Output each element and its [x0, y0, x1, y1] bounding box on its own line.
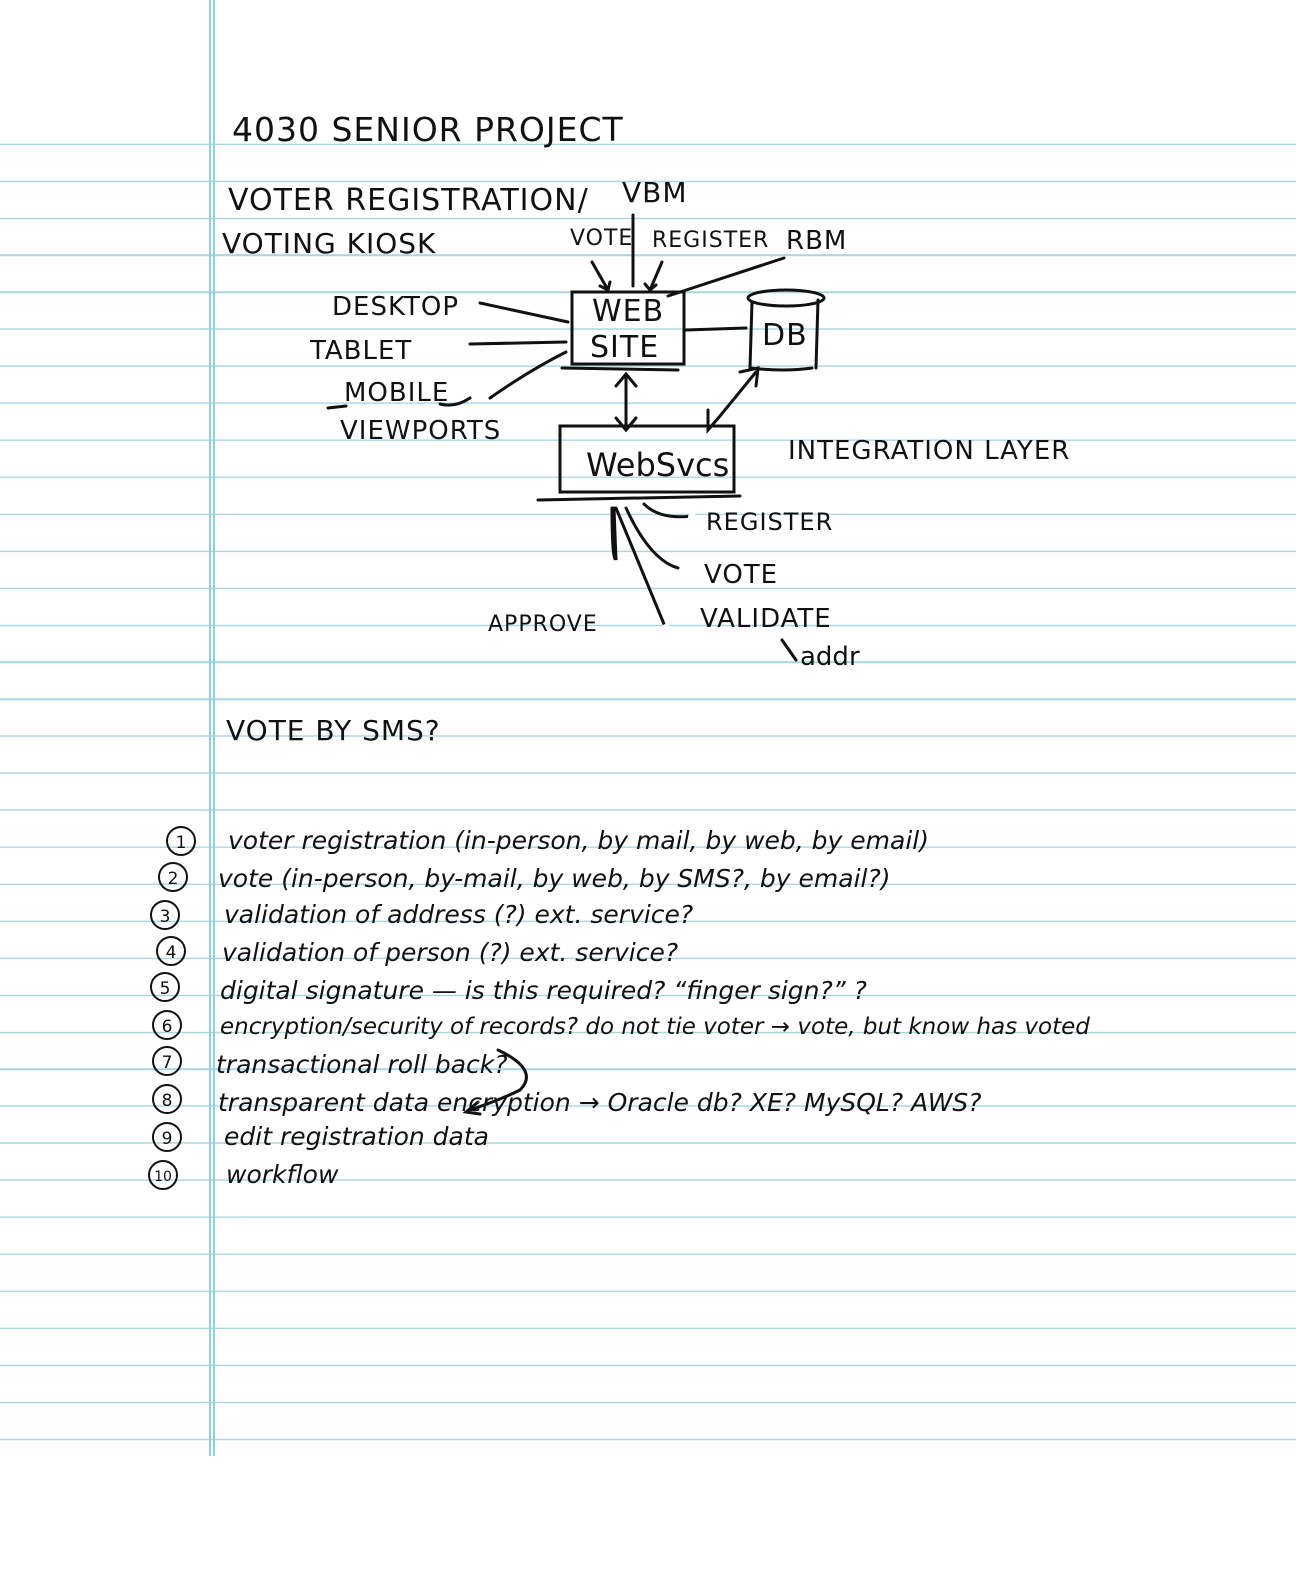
list-item-10: workflow — [226, 1160, 339, 1189]
mobile-label: MOBILE — [344, 378, 450, 408]
list-item-2: vote (in-person, by-mail, by web, by SMS… — [218, 864, 891, 893]
db-cylinder-sides — [748, 298, 820, 370]
validate-service-label: VALIDATE — [700, 604, 832, 634]
rollback-arrowhead — [462, 1100, 482, 1116]
list-number-8: 8 — [152, 1084, 182, 1114]
validate-service-line — [614, 506, 666, 626]
tablet-line — [468, 340, 568, 346]
website-db-link — [684, 326, 748, 332]
list-number-10: 10 — [148, 1160, 178, 1190]
vote-top-label: VOTE — [570, 226, 634, 251]
register-service-line — [642, 502, 694, 519]
list-item-3: validation of address (?) ext. service? — [224, 900, 694, 929]
addr-tick — [780, 638, 798, 662]
down-arrowhead — [614, 416, 638, 433]
website-box — [570, 290, 686, 366]
list-number-1: 1 — [166, 826, 196, 856]
list-number-7: 7 — [152, 1046, 182, 1076]
list-number-4: 4 — [156, 936, 186, 966]
db-cylinder-top — [746, 288, 826, 308]
vote-endpoint — [680, 566, 688, 574]
subtitle-line-2: Voting Kiosk — [222, 227, 437, 260]
list-item-5: digital signature — is this required? “f… — [220, 976, 867, 1005]
addr-label: addr — [800, 642, 860, 672]
list-number-9: 9 — [152, 1122, 182, 1152]
list-number-3: 3 — [150, 900, 180, 930]
website-label-line-1: WEB — [592, 294, 665, 329]
vote-arrow — [590, 260, 612, 293]
integration-layer-label: INTEGRATION LAYER — [788, 436, 1071, 466]
list-number-5: 5 — [150, 972, 180, 1002]
list-item-9: edit registration data — [224, 1122, 489, 1151]
db-arrowhead — [738, 366, 760, 388]
db-label: DB — [762, 318, 808, 353]
list-number-2: 2 — [158, 862, 188, 892]
websvcs-box — [558, 424, 736, 494]
vote-service-line — [624, 506, 680, 570]
mobile-line — [488, 350, 568, 400]
validate-endpoint — [662, 624, 670, 632]
rbm-label: RBM — [786, 226, 848, 256]
desktop-label: DESKTOP — [332, 292, 460, 322]
viewports-label: VIEWPORTS — [340, 416, 502, 446]
register-service-label: REGISTER — [706, 508, 834, 536]
page-title: 4030 Senior Project — [232, 110, 624, 149]
subtitle-line-1: Voter Registration/ — [228, 183, 589, 218]
approve-service-line-2 — [612, 506, 618, 562]
vote-service-label: VOTE — [704, 560, 779, 590]
website-box-underline — [560, 366, 680, 372]
vbm-label: VBM — [622, 176, 688, 209]
rbm-arrow — [666, 256, 786, 298]
mobile-underline — [326, 396, 472, 410]
register-endpoint — [688, 513, 696, 521]
desktop-line — [478, 301, 570, 324]
vote-by-sms-note: VOTE BY SMS? — [226, 714, 441, 747]
list-item-6: encryption/security of records? do not t… — [220, 1014, 1090, 1040]
register-top-label: REGISTER — [652, 228, 770, 253]
register-arrow — [643, 260, 664, 293]
list-item-4: validation of person (?) ext. service? — [222, 938, 679, 967]
up-arrowhead — [614, 371, 638, 388]
websvcs-label: WebSvcs — [586, 446, 730, 484]
websvcs-db-link — [706, 370, 758, 435]
margin-line-right — [213, 0, 215, 1456]
list-number-6: 6 — [152, 1010, 182, 1040]
approve-endpoint — [612, 560, 620, 568]
tablet-label: TABLET — [310, 336, 413, 366]
website-label-line-2: SITE — [590, 330, 660, 365]
rollback-arrow — [468, 1048, 528, 1112]
margin-line-left — [209, 0, 211, 1456]
list-item-8: transparent data encryption → Oracle db?… — [218, 1088, 982, 1117]
approve-service-label: APPROVE — [488, 612, 598, 637]
list-item-7: transactional roll back? — [216, 1050, 508, 1079]
list-item-1: voter registration (in-person, by mail, … — [228, 826, 929, 855]
websvcs-underline — [536, 494, 742, 502]
